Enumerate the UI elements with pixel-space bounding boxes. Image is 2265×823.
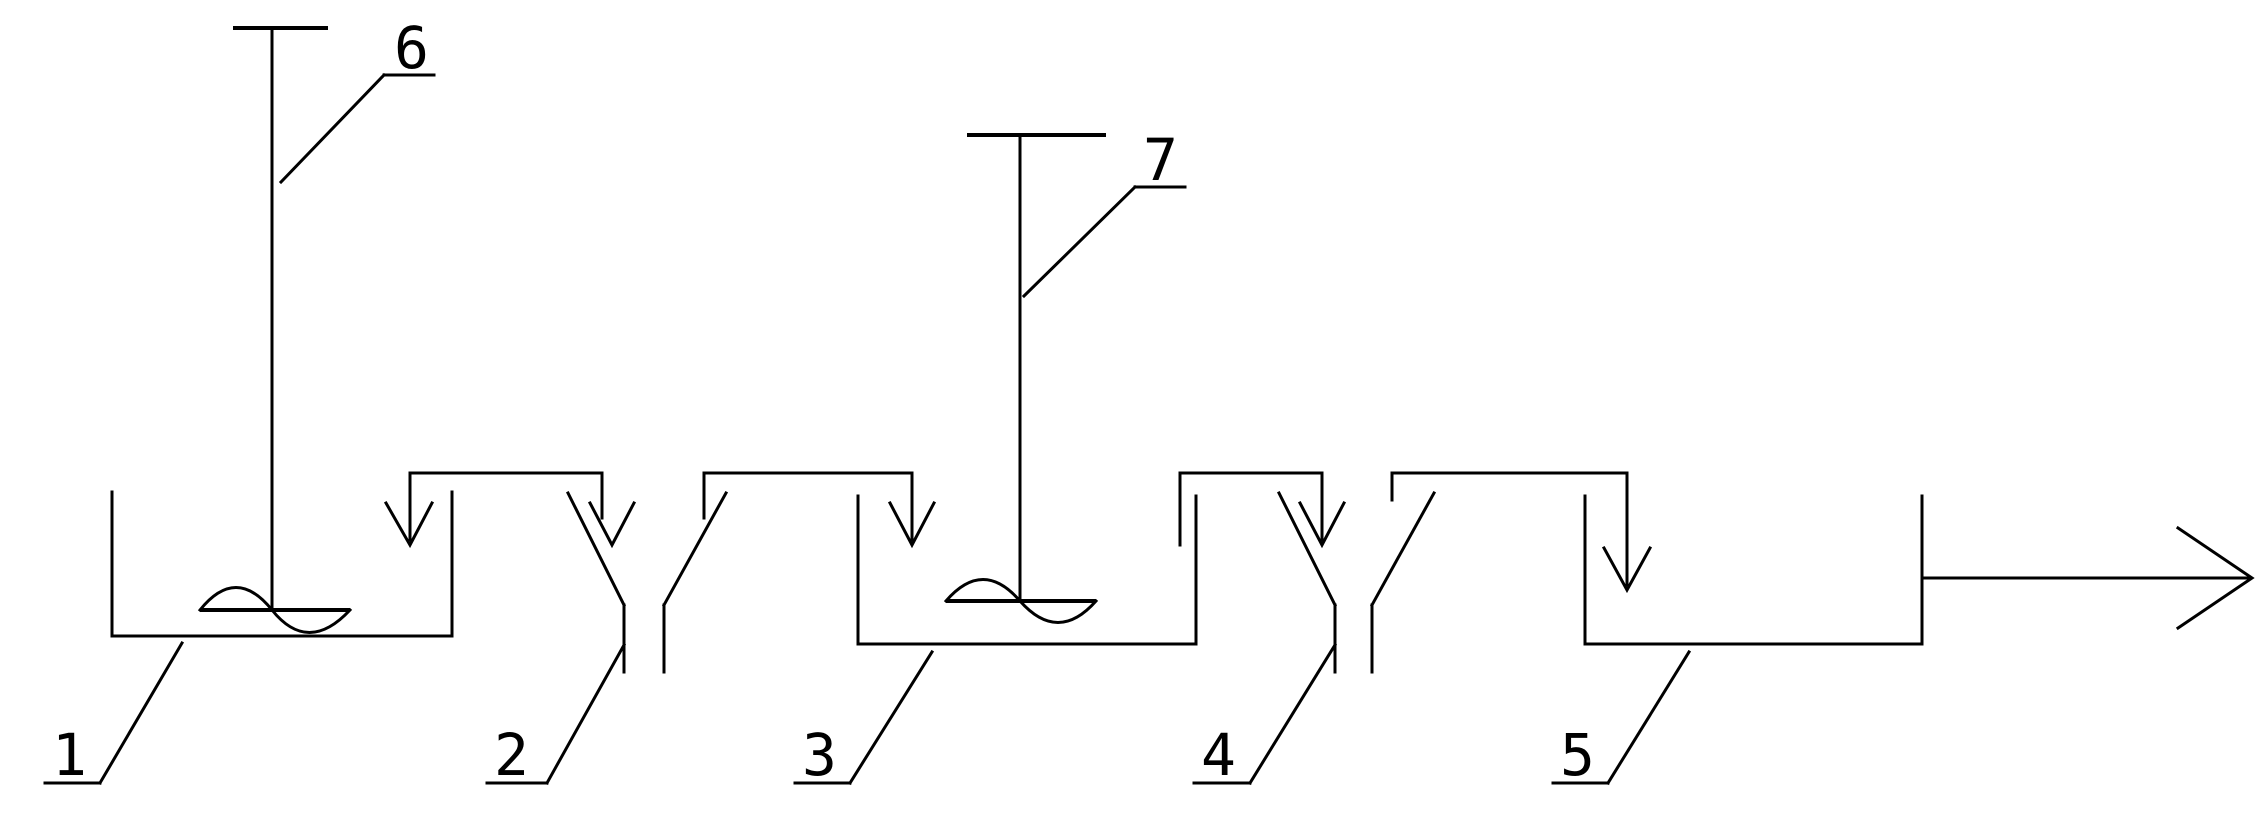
label-4: 4 (1201, 721, 1236, 789)
flow-arrow-2-to-3 (702, 471, 937, 549)
separator-4 (1276, 490, 1437, 674)
callout-3: 3 (793, 649, 935, 789)
separator-2 (565, 490, 729, 674)
callout-5: 5 (1551, 649, 1692, 789)
label-3: 3 (802, 721, 837, 789)
tank-5 (1583, 494, 1924, 646)
tank-1 (110, 490, 454, 638)
label-1: 1 (52, 721, 87, 789)
callout-7: 7 (1021, 126, 1187, 299)
label-6: 6 (394, 14, 429, 82)
flow-arrow-2-to-1 (383, 471, 637, 549)
callout-2: 2 (485, 642, 627, 789)
output-arrow (1920, 525, 2255, 631)
label-5: 5 (1560, 721, 1595, 789)
label-7: 7 (1143, 126, 1178, 194)
label-2: 2 (494, 721, 529, 789)
callout-1: 1 (43, 640, 185, 789)
callout-6: 6 (278, 14, 436, 185)
callout-4: 4 (1192, 642, 1338, 789)
stirrer-6 (197, 26, 353, 634)
stirrer-7 (943, 133, 1106, 624)
tank-3 (856, 494, 1198, 646)
flow-arrow-4-to-5 (1390, 471, 1653, 594)
flow-arrow-3-to-4 (1178, 471, 1347, 549)
